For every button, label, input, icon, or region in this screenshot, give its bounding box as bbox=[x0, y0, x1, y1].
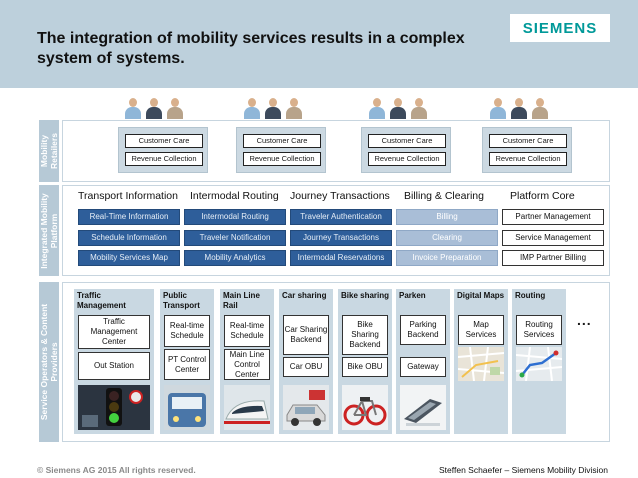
revenue-collection-label: Revenue Collection bbox=[125, 152, 203, 166]
person-icon bbox=[263, 95, 283, 119]
platform-item: Service Management bbox=[502, 230, 604, 246]
platform-item: Traveler Notification bbox=[184, 230, 286, 246]
provider-box: Map Services bbox=[458, 315, 504, 345]
revenue-collection-label: Revenue Collection bbox=[368, 152, 446, 166]
provider-title: Digital Maps bbox=[457, 291, 505, 300]
provider-column: Digital Maps Map Services bbox=[454, 289, 508, 434]
provider-box: Bike Sharing Backend bbox=[342, 315, 388, 355]
provider-column: Routing Routing Services bbox=[512, 289, 566, 434]
retailer-card: Customer Care Revenue Collection bbox=[118, 127, 208, 173]
platform-heading: Billing & Clearing bbox=[404, 190, 484, 202]
person-icon bbox=[284, 95, 304, 119]
person-icon bbox=[530, 95, 550, 119]
platform-heading: Intermodal Routing bbox=[190, 190, 279, 202]
provider-title: Car sharing bbox=[282, 291, 327, 300]
retailer-card: Customer Care Revenue Collection bbox=[482, 127, 572, 173]
side-label-platform-text: Integrated Mobility Platform bbox=[39, 192, 59, 269]
platform-heading: Platform Core bbox=[510, 190, 575, 202]
car-image bbox=[283, 385, 329, 430]
more-providers-ellipsis: ... bbox=[577, 312, 592, 328]
provider-box: Routing Services bbox=[516, 315, 562, 345]
provider-box: Traffic Management Center bbox=[78, 315, 150, 349]
parking-sensor-image bbox=[400, 385, 446, 430]
platform-item: Clearing bbox=[396, 230, 498, 246]
provider-column: Car sharing Car Sharing Backend Car OBU bbox=[279, 289, 333, 434]
provider-box: PT Control Center bbox=[164, 349, 210, 380]
provider-box: Gateway bbox=[400, 357, 446, 377]
provider-title: Bike sharing bbox=[341, 291, 390, 300]
provider-column: Bike sharing Bike Sharing Backend Bike O… bbox=[338, 289, 392, 434]
provider-title: Public Transport bbox=[163, 291, 200, 310]
platform-item: Invoice Preparation bbox=[396, 250, 498, 266]
provider-box: Out Station bbox=[78, 352, 150, 380]
bicycle-image bbox=[342, 385, 388, 430]
platform-heading: Transport Information bbox=[78, 190, 178, 202]
platform-item: Journey Transactions bbox=[290, 230, 392, 246]
person-icon bbox=[242, 95, 262, 119]
customer-care-label: Customer Care bbox=[125, 134, 203, 148]
revenue-collection-label: Revenue Collection bbox=[243, 152, 321, 166]
traffic-light-image bbox=[78, 385, 150, 430]
provider-box: Main Line Control Center bbox=[224, 349, 270, 380]
platform-item: Partner Management bbox=[502, 209, 604, 225]
platform-item: IMP Partner Billing bbox=[502, 250, 604, 266]
side-label-providers-text: Service Operators & Content Providers bbox=[39, 303, 59, 421]
person-icon bbox=[144, 95, 164, 119]
platform-item: Mobility Services Map bbox=[78, 250, 180, 266]
platform-item: Schedule Information bbox=[78, 230, 180, 246]
provider-column: Traffic Management Traffic Management Ce… bbox=[74, 289, 154, 434]
provider-title: Routing bbox=[515, 291, 546, 300]
provider-box: Real-time Schedule bbox=[164, 315, 210, 347]
person-icon bbox=[488, 95, 508, 119]
retailer-card: Customer Care Revenue Collection bbox=[236, 127, 326, 173]
person-icon bbox=[367, 95, 387, 119]
provider-box: Bike OBU bbox=[342, 357, 388, 377]
provider-box: Car OBU bbox=[283, 357, 329, 377]
retailer-card: Customer Care Revenue Collection bbox=[361, 127, 451, 173]
provider-column: Main Line Rail Real-time Schedule Main L… bbox=[220, 289, 274, 434]
person-icon bbox=[409, 95, 429, 119]
provider-column: Parken Parking Backend Gateway bbox=[396, 289, 450, 434]
platform-item: Real-Time Information bbox=[78, 209, 180, 225]
person-icon bbox=[509, 95, 529, 119]
people-group-3 bbox=[367, 95, 429, 119]
side-label-retailers: Mobility Retailers bbox=[39, 120, 59, 182]
platform-item: Intermodal Reservations bbox=[290, 250, 392, 266]
side-label-retailers-text: Mobility Retailers bbox=[39, 133, 59, 169]
people-group-1 bbox=[123, 95, 185, 119]
customer-care-label: Customer Care bbox=[243, 134, 321, 148]
side-label-providers: Service Operators & Content Providers bbox=[39, 282, 59, 442]
customer-care-label: Customer Care bbox=[489, 134, 567, 148]
copyright-text: © Siemens AG 2015 All rights reserved. bbox=[37, 465, 196, 475]
metro-train-image bbox=[164, 385, 210, 430]
side-label-platform: Integrated Mobility Platform bbox=[39, 185, 59, 276]
siemens-logo: SIEMENS bbox=[510, 14, 610, 42]
author-text: Steffen Schaefer – Siemens Mobility Divi… bbox=[439, 465, 608, 475]
provider-title: Parken bbox=[399, 291, 426, 300]
person-icon bbox=[123, 95, 143, 119]
slide-title: The integration of mobility services res… bbox=[37, 30, 465, 67]
high-speed-train-image bbox=[224, 385, 270, 430]
logo-text: SIEMENS bbox=[522, 20, 598, 37]
provider-column: Public Transport Real-time Schedule PT C… bbox=[160, 289, 214, 434]
platform-heading: Journey Transactions bbox=[290, 190, 390, 202]
provider-box: Parking Backend bbox=[400, 315, 446, 345]
provider-box: Car Sharing Backend bbox=[283, 315, 329, 355]
map-image bbox=[458, 347, 504, 381]
person-icon bbox=[165, 95, 185, 119]
customer-care-label: Customer Care bbox=[368, 134, 446, 148]
revenue-collection-label: Revenue Collection bbox=[489, 152, 567, 166]
routing-map-image bbox=[516, 347, 562, 381]
platform-item: Mobility Analytics bbox=[184, 250, 286, 266]
person-icon bbox=[388, 95, 408, 119]
provider-title: Traffic Management bbox=[77, 291, 126, 310]
provider-title: Main Line Rail bbox=[223, 291, 260, 310]
people-group-2 bbox=[242, 95, 304, 119]
platform-item: Billing bbox=[396, 209, 498, 225]
platform-item: Intermodal Routing bbox=[184, 209, 286, 225]
platform-item: Traveler Authentication bbox=[290, 209, 392, 225]
provider-box: Real-time Schedule bbox=[224, 315, 270, 347]
people-group-4 bbox=[488, 95, 550, 119]
